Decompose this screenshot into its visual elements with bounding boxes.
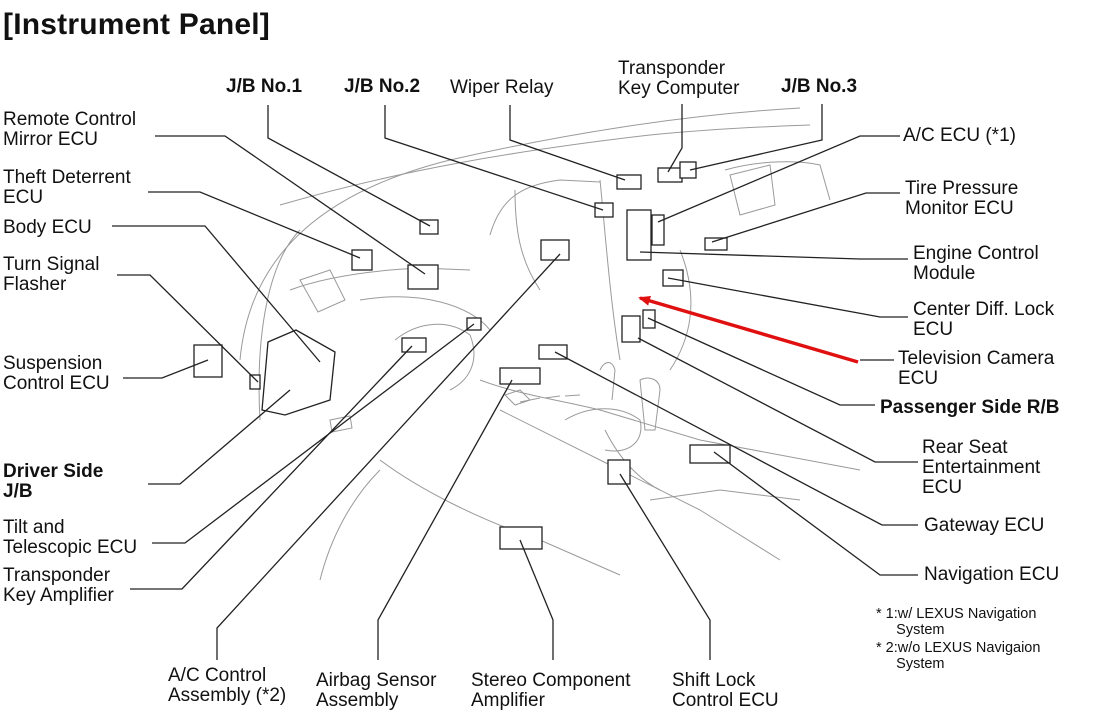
airbag-sensor-part xyxy=(540,239,570,261)
label-suspension-control-ecu: Suspension Control ECU xyxy=(3,353,110,394)
label-engine-control-module: Engine Control Module xyxy=(913,243,1039,284)
remote-mirror-part xyxy=(407,264,439,290)
stereo-amp-part xyxy=(499,526,543,550)
label-ac-control-assembly: A/C Control Assembly (*2) xyxy=(168,665,287,706)
label-transponder-key-computer: Transponder Key Computer xyxy=(618,58,740,99)
label-theft-deterrent-ecu: Theft Deterrent ECU xyxy=(3,167,131,208)
label-gateway-ecu: Gateway ECU xyxy=(924,515,1045,536)
label-wiper-relay: Wiper Relay xyxy=(450,77,554,98)
jb-no2-part xyxy=(594,202,614,218)
label-driver-side-jb: Driver Side J/B xyxy=(3,461,104,502)
label-transponder-key-amplifier: Transponder Key Amplifier xyxy=(3,565,114,606)
suspension-control-part xyxy=(193,344,223,378)
label-jb-no3: J/B No.3 xyxy=(781,76,858,97)
passenger-rb-part xyxy=(621,315,641,343)
label-passenger-side-rb: Passenger Side R/B xyxy=(880,397,1060,418)
label-television-camera-ecu: Television Camera ECU xyxy=(898,348,1055,389)
label-center-diff-lock-ecu: Center Diff. Lock ECU xyxy=(913,299,1055,340)
label-tire-pressure-monitor-ecu: Tire Pressure Monitor ECU xyxy=(905,178,1019,219)
driver-side-jb-part xyxy=(261,329,336,416)
dashboard-sketch xyxy=(239,107,861,581)
ac-ecu-part xyxy=(651,214,665,246)
label-navigation-ecu: Navigation ECU xyxy=(924,564,1060,585)
leader-lines xyxy=(112,104,918,660)
label-tilt-telescopic-ecu: Tilt and Telescopic ECU xyxy=(3,517,138,558)
footnote-1: * 1:w/ LEXUS Navigation System xyxy=(876,606,1037,638)
transponder-key-amp-part xyxy=(401,337,427,353)
wiper-relay-part xyxy=(616,174,642,190)
rear-seat-ent-part xyxy=(689,444,731,464)
turn-signal-flasher-part xyxy=(249,374,261,390)
jb-no3-part xyxy=(679,161,697,179)
tire-pressure-part xyxy=(704,237,728,251)
label-stereo-component-amplifier: Stereo Component Amplifier xyxy=(471,670,631,711)
highlight-arrow xyxy=(638,296,859,364)
page-title: [Instrument Panel] xyxy=(3,8,270,41)
label-remote-control-mirror-ecu: Remote Control Mirror ECU xyxy=(3,109,137,150)
ac-control-part xyxy=(499,367,541,385)
label-ac-ecu: A/C ECU (*1) xyxy=(903,125,1016,146)
label-shift-lock-control-ecu: Shift Lock Control ECU xyxy=(672,670,779,711)
label-turn-signal-flasher: Turn Signal Flasher xyxy=(3,254,100,295)
label-rear-seat-entertainment-ecu: Rear Seat Entertainment ECU xyxy=(922,437,1041,498)
gateway-part xyxy=(538,344,568,360)
transponder-key-computer-part xyxy=(657,167,683,183)
label-airbag-sensor-assembly: Airbag Sensor Assembly xyxy=(316,670,437,711)
center-diff-part xyxy=(662,269,684,287)
shift-lock-part xyxy=(607,459,631,485)
footnote-2: * 2:w/o LEXUS Navigaion System xyxy=(876,640,1041,672)
label-jb-no1: J/B No.1 xyxy=(226,76,303,97)
label-body-ecu: Body ECU xyxy=(3,217,92,238)
theft-deterrent-part xyxy=(351,249,373,271)
components xyxy=(193,161,731,550)
label-jb-no2: J/B No.2 xyxy=(344,76,421,97)
